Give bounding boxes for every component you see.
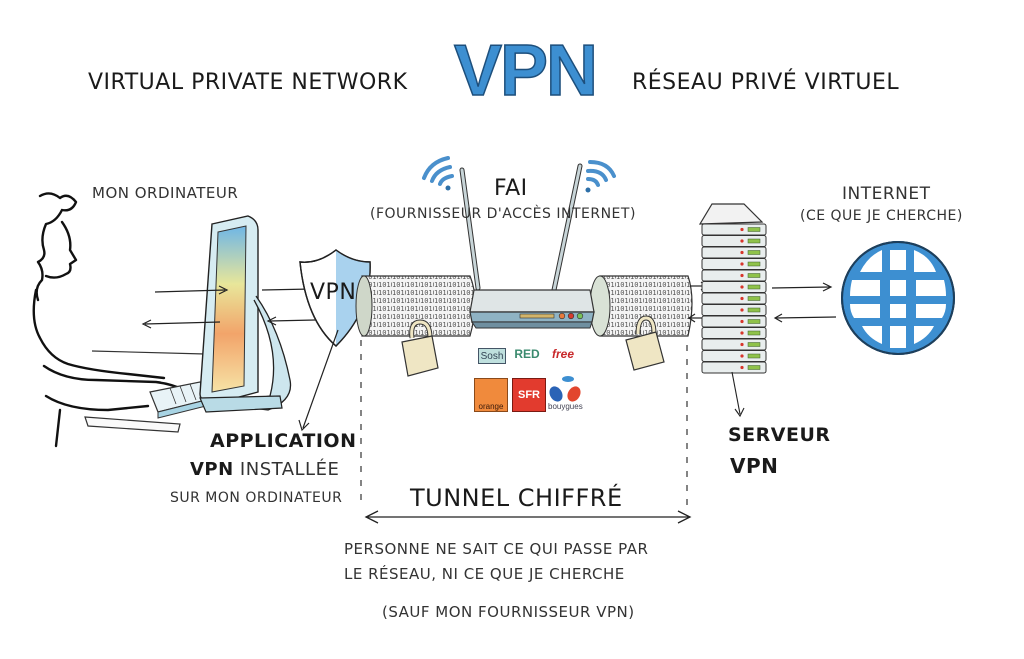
internet-subtitle: (ce que je cherche)	[800, 208, 963, 224]
tunnel-double-arrow	[364, 510, 692, 524]
computer-label: Mon ordinateur	[92, 184, 239, 202]
isp-logo-bouygues-label: bouygues	[548, 402, 583, 411]
server-rack-unit	[701, 361, 767, 374]
vpn-app-caption-installed: installée	[239, 459, 340, 480]
server-status-led	[740, 239, 744, 243]
server-drive-bay	[747, 319, 761, 324]
internet-title: Internet	[842, 184, 931, 204]
router-icon	[459, 163, 595, 329]
server-status-led	[740, 262, 744, 266]
server-drive-bay	[747, 238, 761, 244]
server-status-led	[740, 250, 744, 255]
server-drive-bay	[747, 284, 761, 290]
server-drive-bay	[747, 273, 761, 278]
vpn-app-caption-line3: sur mon ordinateur	[170, 490, 343, 506]
isp-logo-sosh: Sosh	[478, 348, 506, 364]
vpn-server-icon	[698, 203, 767, 374]
internet-globe-icon	[841, 241, 955, 355]
server-drive-bay	[747, 250, 761, 255]
isp-logo-sfr: SFR	[512, 378, 546, 412]
server-status-led	[740, 227, 744, 232]
vpn-app-caption-vpn: VPN	[190, 459, 234, 480]
computer-monitor-icon	[199, 215, 292, 413]
server-status-led	[740, 365, 744, 370]
server-status-led	[740, 308, 744, 312]
vpn-app-caption-line2: VPN installée	[190, 459, 339, 480]
tunnel-description-line1: Personne ne sait ce qui passe par	[344, 540, 649, 558]
isp-title: FAI	[494, 176, 528, 201]
server-drive-bay	[747, 365, 761, 370]
vpn-shield-label: VPN	[310, 280, 357, 305]
wifi-left-icon	[422, 156, 454, 191]
title-french: Réseau privé virtuel	[632, 70, 900, 95]
isp-logo-red: RED	[514, 347, 540, 361]
encrypted-tunnel-left	[355, 275, 476, 337]
server-status-led	[740, 331, 744, 335]
tunnel-description-line2: le réseau, ni ce que je cherche	[344, 565, 625, 583]
tunnel-title: Tunnel chiffré	[410, 484, 623, 512]
server-drive-bay	[747, 330, 761, 336]
isp-logo-bouygues: bouygues	[546, 376, 588, 412]
isp-logo-orange: orange	[474, 378, 508, 412]
server-drive-bay	[747, 342, 761, 347]
server-drive-bay	[747, 296, 761, 301]
server-status-led	[740, 342, 744, 347]
vpn-shield-icon	[299, 249, 371, 347]
title-english: Virtual private network	[88, 70, 408, 95]
tunnel-note: (sauf mon fournisseur VPN)	[382, 603, 635, 621]
server-label-line1: Serveur	[728, 424, 831, 446]
server-drive-bay	[747, 261, 761, 267]
server-status-led	[740, 273, 744, 278]
server-status-led	[740, 354, 744, 358]
wifi-right-icon	[585, 160, 616, 193]
server-status-led	[740, 285, 744, 289]
server-drive-bay	[747, 307, 761, 313]
server-label-line2: VPN	[730, 454, 779, 478]
server-status-led	[740, 319, 744, 324]
server-status-led	[740, 296, 744, 301]
padlock-left-icon	[401, 319, 439, 377]
server-drive-bay	[747, 353, 761, 359]
encrypted-tunnel-right	[589, 275, 693, 337]
server-drive-bay	[747, 227, 761, 232]
padlock-right-icon	[625, 315, 665, 371]
isp-subtitle: (Fournisseur d'accès Internet)	[370, 206, 636, 222]
vpn-app-caption-line1: Application	[210, 430, 357, 452]
title-vpn-acronym: VPN	[453, 30, 599, 112]
isp-logo-free: free	[551, 347, 574, 361]
